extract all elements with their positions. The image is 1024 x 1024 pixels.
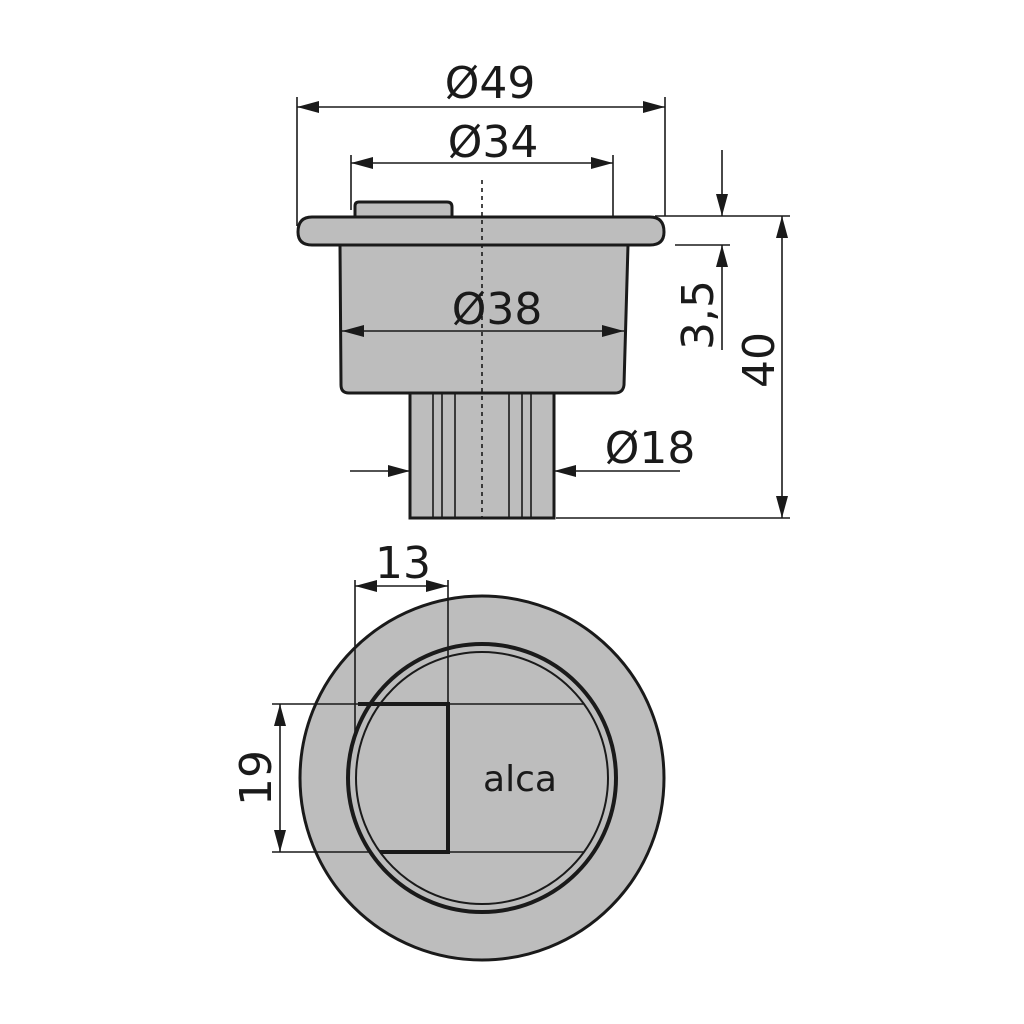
dim-flange-thickness: 3,5 [655,150,730,350]
dim-button-height: 19 [231,703,370,853]
dim-outer-flange: Ø49 [296,58,666,226]
dim-outer-flange-label: Ø49 [445,58,536,109]
button-logo: alca [483,759,557,800]
top-view: alca [298,594,666,962]
button-body [338,243,630,395]
flange [296,215,666,247]
side-view [296,180,666,520]
dim-button-height-label: 19 [231,750,282,806]
dim-overall-height: 40 [556,215,790,519]
dim-body: Ø38 [342,284,624,337]
small-flush-button [358,702,450,854]
dim-body-label: Ø38 [452,284,543,335]
dim-stem-label: Ø18 [605,423,696,474]
dim-inner-opening-label: Ø34 [448,117,539,168]
dim-overall-height-label: 40 [734,332,785,388]
dim-small-button-width-label: 13 [375,538,431,589]
stem-ribs [432,393,532,518]
dim-inner-opening: Ø34 [350,117,614,216]
dim-small-button-width: 13 [354,538,449,735]
top-tab [353,200,454,219]
dim-flange-thickness-label: 3,5 [673,280,724,350]
dim-stem: Ø18 [350,423,695,477]
button-face [355,651,609,905]
